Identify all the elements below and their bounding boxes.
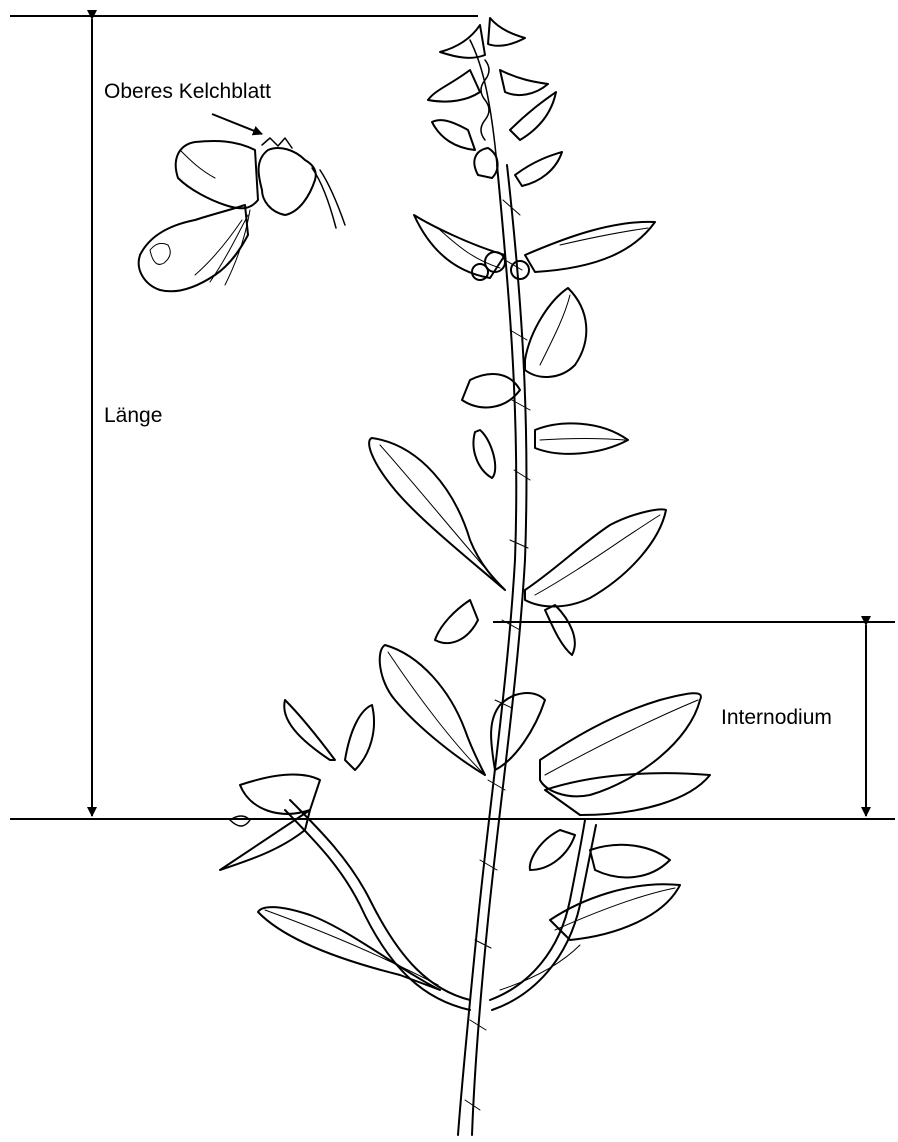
main-stem [458,165,530,1135]
upper-sepal-pointer [212,114,262,134]
internode-label: Internodium [721,706,832,730]
left-branch [220,700,470,1010]
detached-flower [139,138,345,291]
upper-sepal-label: Oberes Kelchblatt [104,80,271,104]
upper-leaf-pair [414,215,655,280]
mid-leaves [462,288,628,478]
right-branch [490,820,680,1010]
length-label: Länge [104,404,162,428]
plant-illustration [139,18,710,1135]
lower-leaf-pair [380,645,710,815]
top-inflorescence [428,18,562,186]
